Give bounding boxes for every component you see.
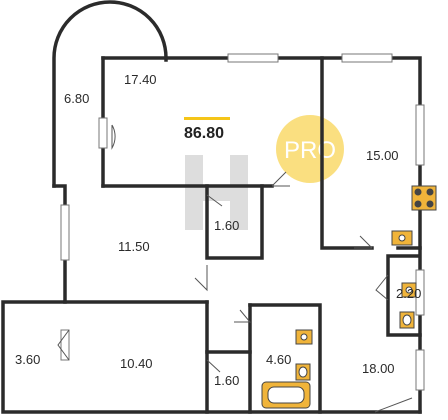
bath-toilet-icon bbox=[295, 363, 311, 381]
pro-badge bbox=[276, 115, 344, 183]
window-right-1 bbox=[415, 104, 425, 166]
room-area-label: 18.00 bbox=[362, 361, 395, 376]
room-area-label: 6.80 bbox=[64, 91, 89, 106]
door-loggia bbox=[111, 124, 116, 150]
window-left-17 bbox=[98, 117, 108, 149]
room-area-label: 3.60 bbox=[15, 352, 40, 367]
window-right-3 bbox=[415, 349, 425, 391]
toilet-icon bbox=[399, 311, 415, 329]
room-area-label: 2.20 bbox=[396, 286, 421, 301]
door-loggia-left bbox=[57, 329, 70, 361]
kitchen-sink-icon bbox=[391, 230, 413, 246]
outer-wall-left-bottom bbox=[1, 184, 422, 414]
door-closet bbox=[206, 194, 223, 207]
window-left-11 bbox=[60, 204, 70, 261]
pro-badge-text: PRO bbox=[284, 137, 336, 164]
room-area-label: 15.00 bbox=[366, 148, 399, 163]
loggia-top-wall bbox=[52, 0, 168, 188]
room-area-label: 10.40 bbox=[120, 356, 153, 371]
room-area-label: 11.50 bbox=[118, 239, 150, 254]
bath-sink-icon bbox=[295, 329, 313, 345]
room-area-label: 4.60 bbox=[266, 352, 291, 367]
room-area-label: 1.60 bbox=[214, 373, 239, 388]
door-entrance bbox=[374, 397, 413, 413]
total-area: 86.80 bbox=[184, 125, 224, 142]
stove-icon bbox=[411, 185, 437, 211]
door-17 bbox=[271, 171, 290, 187]
total-accent-bar bbox=[184, 117, 230, 120]
room-area-label: 1.60 bbox=[214, 218, 239, 233]
door-storage bbox=[206, 359, 221, 373]
bath-4-walls bbox=[248, 303, 322, 414]
window-left-10 bbox=[60, 329, 70, 361]
door-11 bbox=[194, 265, 208, 292]
washbasin-icon bbox=[401, 282, 417, 298]
window-top-1 bbox=[227, 53, 279, 63]
door-15 bbox=[354, 235, 373, 249]
door-bath-2 bbox=[375, 274, 389, 301]
closet-walls bbox=[205, 184, 264, 260]
door-bath-4 bbox=[234, 309, 252, 323]
window-top-2 bbox=[341, 53, 393, 63]
watermark-logo bbox=[185, 155, 248, 230]
bath-2-walls bbox=[386, 254, 422, 337]
bathtub-icon bbox=[261, 381, 311, 409]
room-area-label: 17.40 bbox=[124, 72, 157, 87]
